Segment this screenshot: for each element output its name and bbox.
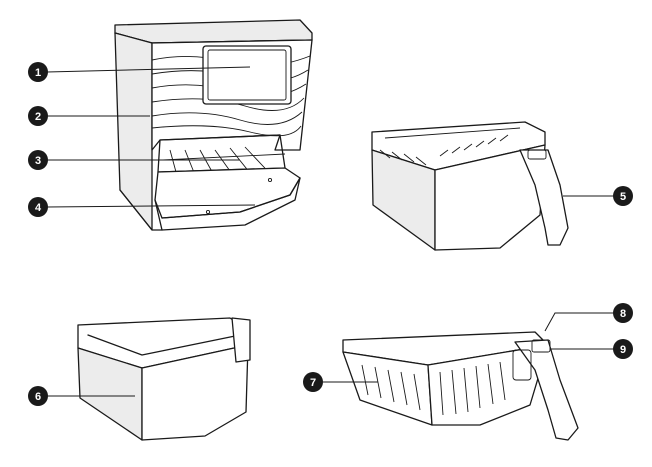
callout-5: 5 [613, 186, 633, 206]
callout-7: 7 [303, 372, 323, 392]
callout-8: 8 [613, 303, 633, 323]
display-window [202, 45, 292, 105]
callout-9-label: 9 [620, 344, 626, 356]
callout-8-label: 8 [620, 308, 626, 320]
callout-7-label: 7 [310, 377, 316, 389]
callout-5-label: 5 [620, 191, 626, 203]
drawer-illustration [77, 317, 251, 441]
drawer-with-basket-illustration [371, 121, 569, 251]
callout-6: 6 [28, 386, 48, 406]
callout-3-label: 3 [35, 155, 41, 167]
callout-9: 9 [613, 339, 633, 359]
main-unit-illustration [114, 19, 313, 231]
callout-6-label: 6 [35, 391, 41, 403]
callout-2-label: 2 [35, 111, 41, 123]
callout-4-label: 4 [35, 202, 42, 214]
callout-1: 1 [28, 62, 48, 82]
callout-1-label: 1 [35, 67, 41, 79]
callout-3: 3 [28, 150, 48, 170]
callout-2: 2 [28, 106, 48, 126]
callout-4: 4 [28, 197, 48, 217]
basket-illustration [342, 331, 579, 441]
